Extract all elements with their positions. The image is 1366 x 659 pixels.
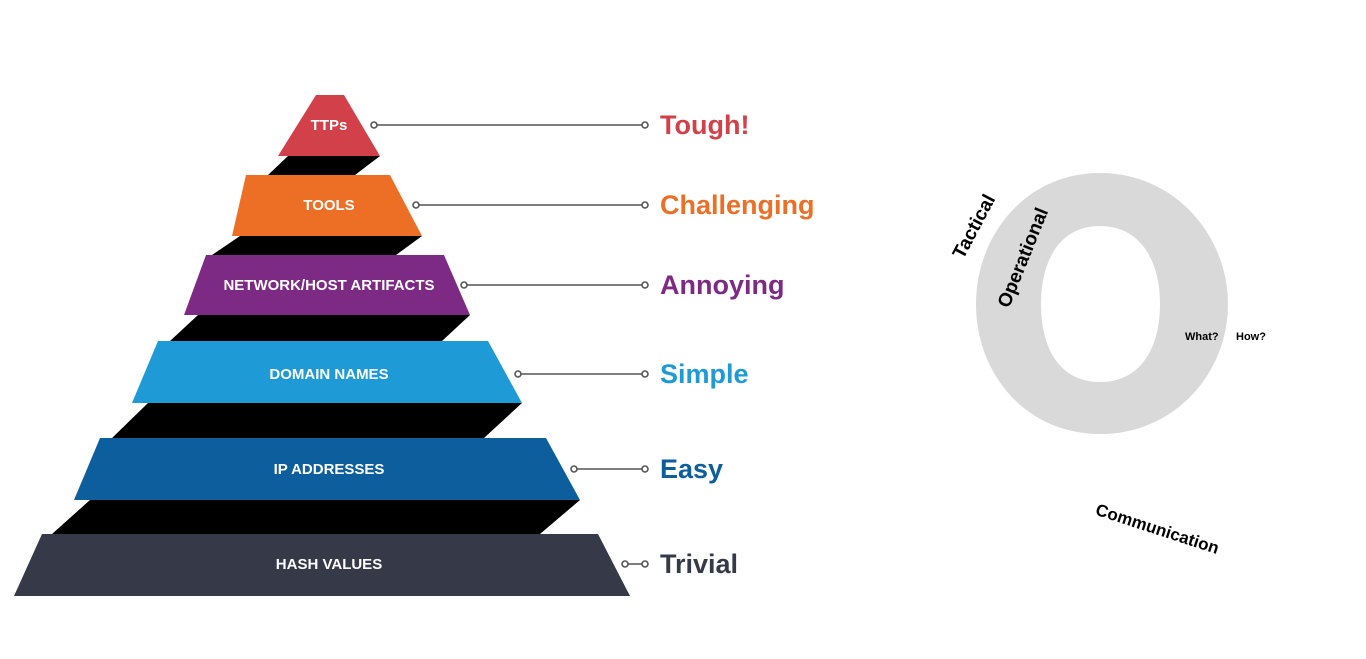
- connector-domain-names-end-dot: [641, 370, 649, 378]
- tier-ip-addresses-shape: [74, 438, 580, 500]
- connector-ip-addresses: [570, 465, 649, 473]
- connector-ttps: [370, 121, 649, 129]
- pyramid-shadows: [52, 156, 580, 534]
- difficulty-network-host-artifacts: Annoying: [660, 270, 784, 300]
- pyramid-tiers: TTPs TOOLS NETWORK/HOST ARTIFACTS DOMAIN…: [14, 95, 630, 596]
- difficulty-hash-values: Trivial: [660, 549, 738, 579]
- how-label: How?: [1236, 331, 1266, 343]
- tier-hash-values: HASH VALUES: [14, 534, 630, 596]
- connector-tools-start-dot: [412, 201, 420, 209]
- connector-tools: [412, 201, 649, 209]
- tier-ip-addresses-label: IP ADDRESSES: [274, 461, 385, 478]
- tier-ttps-label: TTPs: [311, 117, 348, 134]
- difficulty-ip-addresses: Easy: [660, 454, 723, 484]
- tier-tools-shape: [232, 175, 422, 236]
- tier-ttps-shape: [278, 95, 380, 156]
- tier-tools-label: TOOLS: [303, 197, 354, 214]
- connector-domain-names: [514, 370, 649, 378]
- connector-ip-addresses-start-dot: [570, 465, 578, 473]
- connector-domain-names-start-dot: [514, 370, 522, 378]
- shadow-band-5: [52, 500, 580, 534]
- tier-network-host-artifacts: NETWORK/HOST ARTIFACTS: [184, 255, 470, 315]
- shadow-band-1: [268, 156, 380, 175]
- communication-label: Communication: [1093, 500, 1221, 558]
- difficulty-domain-names: Simple: [660, 359, 749, 389]
- connector-network-host-artifacts-start-dot: [460, 281, 468, 289]
- tier-ip-addresses: IP ADDRESSES: [74, 438, 580, 500]
- connector-hash-values: [621, 560, 649, 568]
- connectors: [370, 121, 649, 568]
- tier-domain-names: DOMAIN NAMES: [132, 341, 522, 403]
- tier-domain-names-label: DOMAIN NAMES: [269, 366, 388, 383]
- tier-network-host-artifacts-label: NETWORK/HOST ARTIFACTS: [223, 277, 434, 294]
- tier-domain-names-shape: [132, 341, 522, 403]
- shadow-band-2: [212, 236, 422, 255]
- shadow-band-4: [112, 403, 522, 438]
- difficulty-ttps: Tough!: [660, 110, 749, 140]
- connector-network-host-artifacts-end-dot: [641, 281, 649, 289]
- connector-ttps-start-dot: [370, 121, 378, 129]
- connector-ip-addresses-end-dot: [641, 465, 649, 473]
- tier-tools: TOOLS: [232, 175, 422, 236]
- connector-hash-values-end-dot: [641, 560, 649, 568]
- difficulty-tools: Challenging: [660, 190, 815, 220]
- tier-hash-values-shape: [14, 534, 630, 596]
- tier-hash-values-label: HASH VALUES: [276, 556, 382, 573]
- tier-ttps: TTPs: [278, 95, 380, 156]
- connector-network-host-artifacts: [460, 281, 649, 289]
- connector-hash-values-start-dot: [621, 560, 629, 568]
- connector-tools-end-dot: [641, 201, 649, 209]
- what-label: What?: [1185, 331, 1219, 343]
- connector-ttps-end-dot: [641, 121, 649, 129]
- difficulty-labels: Tough! Challenging Annoying Simple Easy …: [660, 110, 815, 579]
- ring-shape: [976, 173, 1228, 434]
- shadow-band-3: [170, 315, 470, 341]
- side-diagram: Tactical Operational What? How? Communic…: [949, 173, 1266, 558]
- tier-network-host-artifacts-shape: [184, 255, 470, 315]
